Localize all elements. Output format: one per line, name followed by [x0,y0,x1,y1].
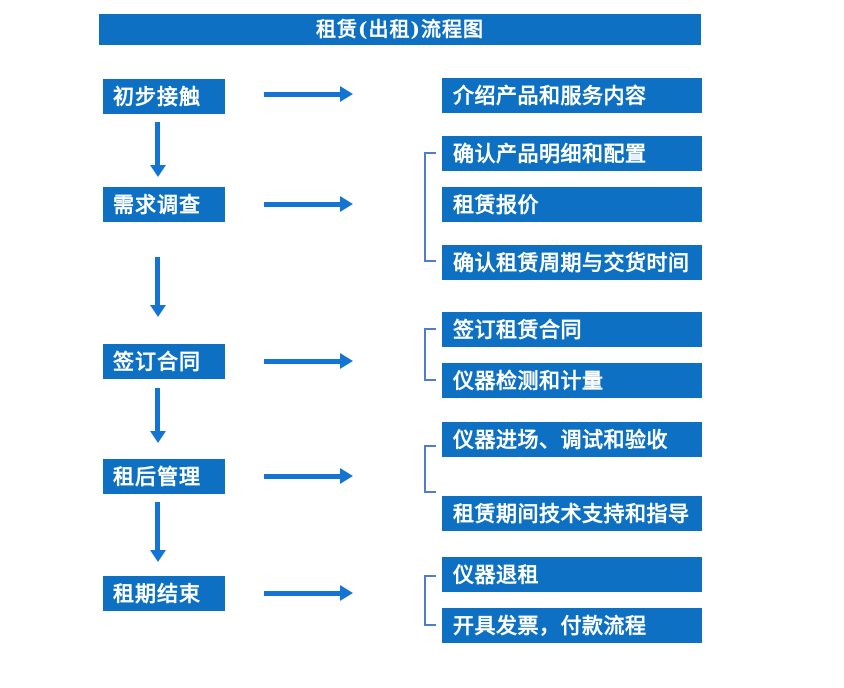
right-arrow-shaft [264,590,340,596]
right-arrow-shaft [264,201,340,207]
detail-box-sign-rental-contract: 签订租赁合同 [442,312,702,347]
right-arrow-1 [264,86,353,102]
step-box-demand-survey: 需求调查 [103,187,225,222]
detail-box-instrument-testing: 仪器检测和计量 [442,363,702,398]
detail-box-confirm-period: 确认租赁周期与交货时间 [442,245,702,280]
group-bracket-post-rental [424,445,436,493]
down-arrow-head [150,305,166,317]
detail-box-tech-support: 租赁期间技术支持和指导 [442,496,702,531]
down-arrow-shaft [155,257,160,305]
down-arrow-shaft [155,502,160,550]
group-bracket-sign-contract [424,328,436,381]
right-arrow-head [340,468,353,484]
step-box-sign-contract: 签订合同 [103,344,225,379]
right-arrow-head [340,353,353,369]
detail-box-instrument-return: 仪器退租 [442,557,702,592]
step-box-initial-contact: 初步接触 [103,79,225,114]
right-arrow-5 [264,585,353,601]
group-bracket-rental-end [424,575,436,626]
detail-box-rental-quote: 租赁报价 [442,187,702,222]
down-arrow-shaft [155,388,160,431]
step-box-rental-end: 租期结束 [103,576,225,611]
down-arrow-shaft [155,122,160,165]
down-arrow-head [150,165,166,177]
down-arrow-1 [150,122,166,177]
down-arrow-2 [150,257,166,317]
right-arrow-4 [264,468,353,484]
detail-box-instrument-entry: 仪器进场、调试和验收 [442,422,702,457]
step-box-post-rental: 租后管理 [103,459,225,494]
down-arrow-4 [150,502,166,562]
down-arrow-3 [150,388,166,443]
down-arrow-head [150,550,166,562]
flowchart-title: 租赁(出租)流程图 [99,14,701,45]
detail-box-invoice-payment: 开具发票，付款流程 [442,608,702,643]
detail-box-intro-products: 介绍产品和服务内容 [442,78,702,113]
right-arrow-shaft [264,91,340,97]
detail-box-confirm-config: 确认产品明细和配置 [442,136,702,171]
right-arrow-shaft [264,473,340,479]
right-arrow-3 [264,353,353,369]
down-arrow-head [150,431,166,443]
right-arrow-head [340,86,353,102]
group-bracket-demand-survey [424,152,436,262]
right-arrow-2 [264,196,353,212]
right-arrow-shaft [264,358,340,364]
right-arrow-head [340,196,353,212]
right-arrow-head [340,585,353,601]
